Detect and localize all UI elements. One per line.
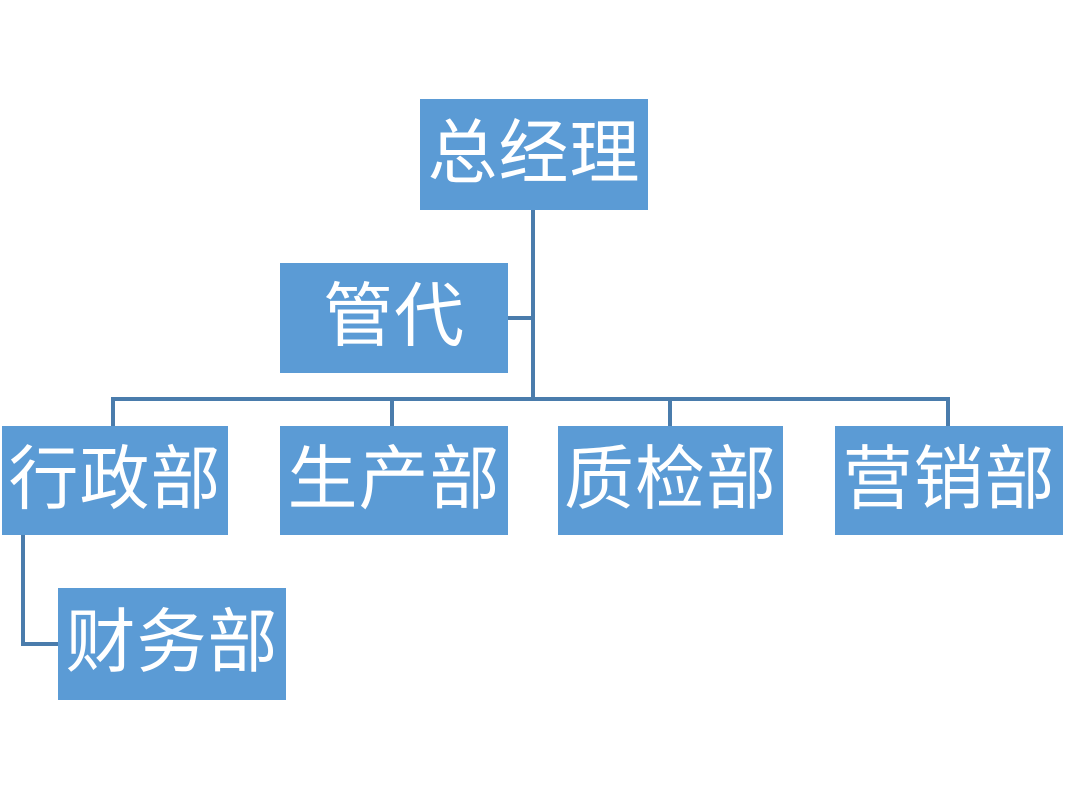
org-node-label: 质检部 <box>564 441 777 519</box>
connector-drop-marketing <box>946 397 950 426</box>
connector-finance-elbow-vertical <box>21 535 25 646</box>
org-node-general-manager: 总经理 <box>420 99 648 210</box>
connector-drop-admin <box>111 397 115 426</box>
connector-horizontal-trunk <box>111 397 950 401</box>
org-node-admin-dept: 行政部 <box>2 426 228 535</box>
connector-drop-quality <box>668 397 672 426</box>
org-node-label: 生产部 <box>287 441 501 519</box>
org-node-management-rep: 管代 <box>280 263 508 373</box>
connector-finance-elbow-horizontal <box>21 642 58 646</box>
org-node-label: 管代 <box>323 279 465 356</box>
connector-gm-vertical <box>531 210 535 401</box>
org-node-production-dept: 生产部 <box>280 426 508 535</box>
org-node-label: 总经理 <box>427 115 641 193</box>
org-node-label: 财务部 <box>65 605 279 682</box>
org-node-finance-dept: 财务部 <box>58 588 286 700</box>
org-node-quality-dept: 质检部 <box>558 426 783 535</box>
org-node-marketing-dept: 营销部 <box>835 426 1063 535</box>
org-node-label: 行政部 <box>8 441 222 519</box>
org-node-label: 营销部 <box>842 441 1056 519</box>
connector-drop-production <box>390 397 394 426</box>
connector-management-rep-stub <box>508 316 535 320</box>
